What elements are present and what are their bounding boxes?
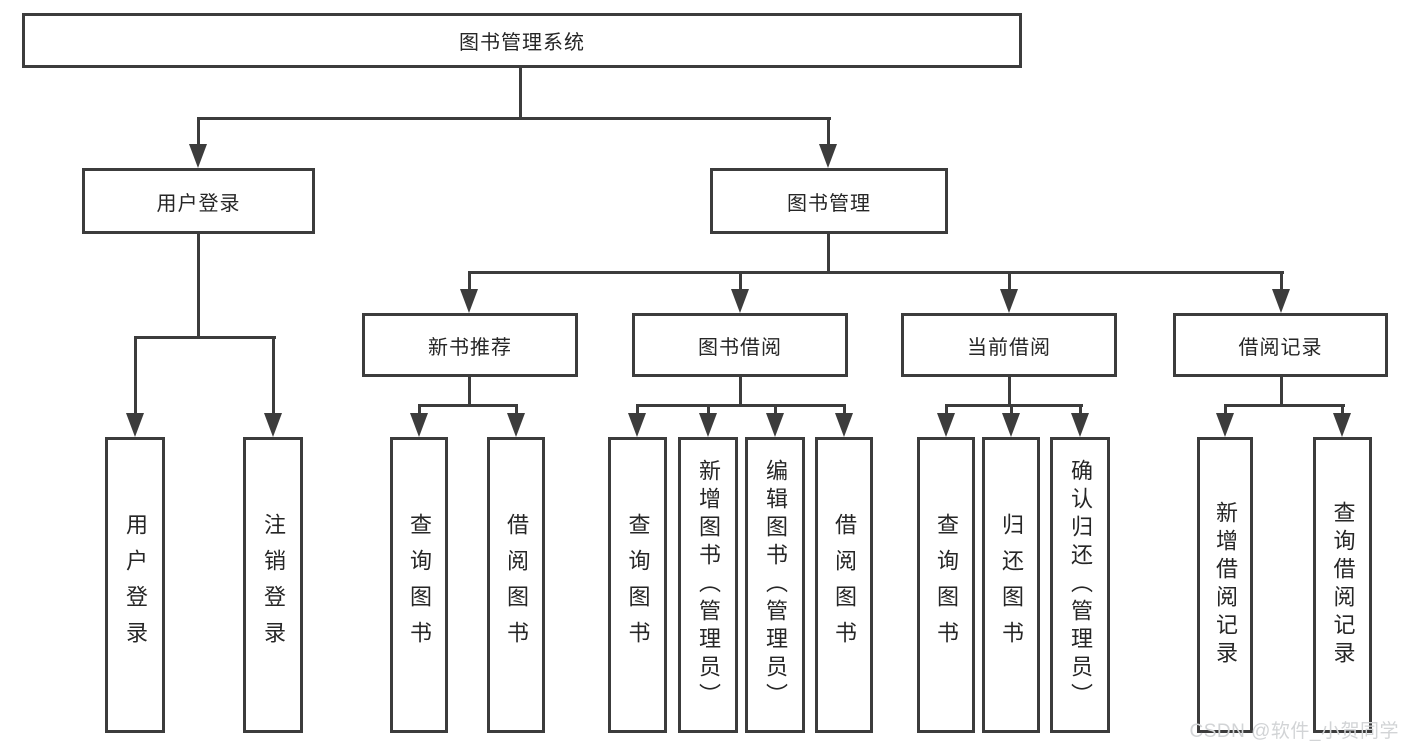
connector xyxy=(515,404,518,416)
arrow-down-icon xyxy=(699,413,717,437)
node-current-borrowing: 当前借阅 xyxy=(901,313,1117,377)
node-label: 用户登录 xyxy=(156,192,241,215)
connector xyxy=(945,404,1083,407)
node-book-borrowing: 图书借阅 xyxy=(632,313,848,377)
connector xyxy=(827,117,830,147)
node-label: 图书管理 xyxy=(787,192,871,215)
node-new-book-recommendation: 新书推荐 xyxy=(362,313,578,377)
connector xyxy=(636,404,846,407)
node-query-borrow-record: 查询借阅记录 xyxy=(1313,437,1372,733)
node-label: 图书管理系统 xyxy=(459,32,585,54)
connector xyxy=(134,336,276,339)
connector xyxy=(707,404,710,416)
connector xyxy=(1008,377,1011,407)
node-label: 新增图书（管理员） xyxy=(696,459,721,711)
connector xyxy=(636,404,639,416)
connector xyxy=(1010,404,1013,416)
arrow-down-icon xyxy=(1000,289,1018,313)
node-add-book-admin: 新增图书（管理员） xyxy=(678,437,738,733)
connector xyxy=(1341,404,1344,416)
connector xyxy=(519,68,522,118)
arrow-down-icon xyxy=(628,413,646,437)
node-borrow-books: 借阅图书 xyxy=(815,437,873,733)
node-label: 查询图书 xyxy=(934,513,959,657)
connector xyxy=(827,234,830,272)
node-label: 当前借阅 xyxy=(967,336,1051,359)
arrow-down-icon xyxy=(1002,413,1020,437)
connector xyxy=(197,234,200,336)
arrow-down-icon xyxy=(1216,413,1234,437)
arrow-down-icon xyxy=(410,413,428,437)
node-user-login-action: 用户登录 xyxy=(105,437,165,733)
node-label: 借阅记录 xyxy=(1238,336,1323,359)
connector xyxy=(1224,404,1345,407)
connector xyxy=(1224,404,1227,416)
arrow-down-icon xyxy=(766,413,784,437)
node-label: 归还图书 xyxy=(999,513,1024,657)
node-logout: 注销登录 xyxy=(243,437,303,733)
connector xyxy=(418,404,518,407)
node-label: 借阅图书 xyxy=(504,513,529,657)
connector xyxy=(1280,377,1283,407)
connector xyxy=(843,404,846,416)
arrow-down-icon xyxy=(264,413,282,437)
arrow-down-icon xyxy=(1071,413,1089,437)
arrow-down-icon xyxy=(835,413,853,437)
connector xyxy=(197,117,831,120)
node-query-books: 查询图书 xyxy=(917,437,975,733)
node-borrow-books: 借阅图书 xyxy=(487,437,545,733)
connector xyxy=(945,404,948,416)
connector xyxy=(418,404,421,416)
node-return-book: 归还图书 xyxy=(982,437,1040,733)
node-label: 新书推荐 xyxy=(428,336,512,359)
connector xyxy=(774,404,777,416)
node-label: 借阅图书 xyxy=(832,513,857,657)
node-borrowing-records: 借阅记录 xyxy=(1173,313,1388,377)
connector xyxy=(468,271,471,293)
node-label: 查询借阅记录 xyxy=(1330,501,1356,669)
connector xyxy=(1079,404,1082,416)
node-label: 查询图书 xyxy=(407,513,432,657)
arrow-down-icon xyxy=(1272,289,1290,313)
arrow-down-icon xyxy=(819,144,837,168)
node-label: 图书借阅 xyxy=(698,336,782,359)
arrow-down-icon xyxy=(460,289,478,313)
node-confirm-return-admin: 确认归还（管理员） xyxy=(1050,437,1110,733)
node-label: 新增借阅记录 xyxy=(1213,501,1238,669)
connector xyxy=(197,117,200,147)
node-label: 查询图书 xyxy=(625,513,651,657)
arrow-down-icon xyxy=(507,413,525,437)
connector xyxy=(1280,271,1283,293)
csdn-watermark: CSDN @软件_小贺同学 xyxy=(1189,721,1399,742)
connector xyxy=(1008,271,1011,293)
node-query-books: 查询图书 xyxy=(608,437,667,733)
connector xyxy=(272,336,275,416)
arrow-down-icon xyxy=(937,413,955,437)
node-add-borrow-record: 新增借阅记录 xyxy=(1197,437,1253,733)
node-user-login: 用户登录 xyxy=(82,168,315,234)
node-book-management-system: 图书管理系统 xyxy=(22,13,1022,68)
node-label: 编辑图书（管理员） xyxy=(763,459,788,711)
connector xyxy=(468,377,471,407)
node-label: 注销登录 xyxy=(261,513,286,657)
node-edit-book-admin: 编辑图书（管理员） xyxy=(745,437,805,733)
connector xyxy=(468,271,1284,274)
connector xyxy=(134,336,137,416)
arrow-down-icon xyxy=(126,413,144,437)
node-book-management: 图书管理 xyxy=(710,168,948,234)
node-label: 确认归还（管理员） xyxy=(1068,459,1093,711)
connector xyxy=(739,377,742,407)
arrow-down-icon xyxy=(731,289,749,313)
node-query-books: 查询图书 xyxy=(390,437,448,733)
arrow-down-icon xyxy=(189,144,207,168)
connector xyxy=(739,271,742,293)
node-label: 用户登录 xyxy=(123,513,148,657)
arrow-down-icon xyxy=(1333,413,1351,437)
